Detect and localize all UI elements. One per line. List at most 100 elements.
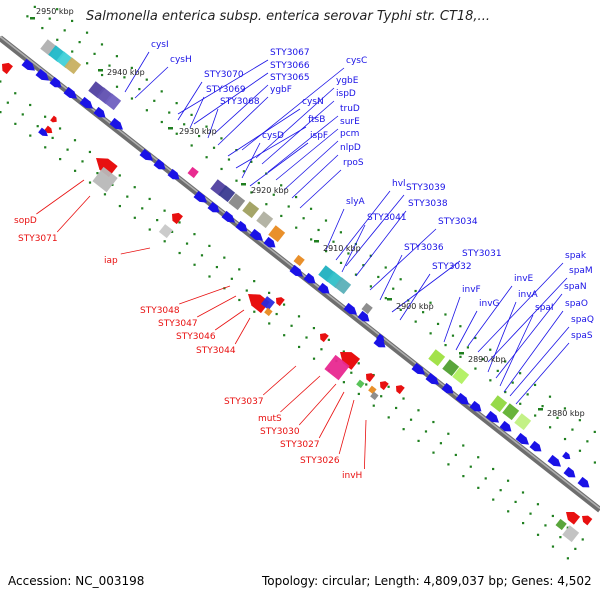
gene-label[interactable]: invF <box>462 285 481 295</box>
gene-label[interactable]: STY3048 <box>140 306 180 316</box>
gene-label[interactable]: ftsB <box>308 115 325 125</box>
gene-label[interactable]: STY3046 <box>176 332 216 342</box>
gene-label[interactable]: ispD <box>336 89 356 99</box>
plus-gene-arrow[interactable] <box>425 372 442 388</box>
minus-gene-arrow[interactable] <box>394 383 405 395</box>
gene-label[interactable]: slyA <box>346 197 366 207</box>
plus-gene-arrow[interactable] <box>577 476 592 491</box>
gene-label[interactable]: invH <box>342 471 362 481</box>
plus-gene-arrow[interactable] <box>499 420 514 435</box>
minus-gene-block[interactable] <box>555 518 567 531</box>
gene-label[interactable]: STY3030 <box>260 427 300 437</box>
gene-label[interactable]: STY3069 <box>206 85 246 95</box>
gene-features[interactable] <box>0 39 593 543</box>
minus-gene-arrow[interactable] <box>244 288 270 314</box>
gene-label[interactable]: ygbF <box>270 85 292 95</box>
gene-label[interactable]: STY3068 <box>220 97 260 107</box>
plus-gene-arrow[interactable] <box>469 400 484 415</box>
gene-label[interactable]: STY3038 <box>408 199 448 209</box>
plus-gene-arrow[interactable] <box>529 440 544 455</box>
gene-label[interactable]: STY3044 <box>196 346 236 356</box>
gene-label[interactable]: STY3066 <box>270 61 310 71</box>
gene-label[interactable]: ygbE <box>336 76 359 86</box>
gene-label[interactable]: STY3036 <box>404 243 444 253</box>
gene-label[interactable]: STY3065 <box>270 73 310 83</box>
plus-operon-block[interactable] <box>218 185 236 203</box>
plus-gene-arrow[interactable] <box>289 264 306 280</box>
minus-gene-arrow[interactable] <box>318 331 329 343</box>
plus-operon-block[interactable] <box>104 93 122 111</box>
gene-label[interactable]: STY3071 <box>18 234 58 244</box>
plus-operon-block[interactable] <box>452 367 470 385</box>
gene-label[interactable]: STY3031 <box>462 249 502 259</box>
minus-gene-block[interactable] <box>158 224 173 239</box>
minus-gene-arrow[interactable] <box>364 371 375 383</box>
plus-gene-arrow[interactable] <box>153 158 168 173</box>
gene-label[interactable]: iap <box>104 256 118 266</box>
plus-gene-arrow[interactable] <box>21 58 38 74</box>
plus-gene-arrow[interactable] <box>376 333 386 344</box>
plus-gene-block[interactable] <box>187 166 199 179</box>
plus-operon-block[interactable] <box>502 403 520 421</box>
plus-gene-arrow[interactable] <box>317 282 332 297</box>
plus-operon-block[interactable] <box>256 211 274 229</box>
gene-label[interactable]: STY3070 <box>204 70 244 80</box>
gene-label[interactable]: spaN <box>564 282 587 292</box>
plus-gene-arrow[interactable] <box>373 336 388 351</box>
plus-gene-arrow[interactable] <box>303 272 318 287</box>
plus-gene-arrow[interactable] <box>35 68 52 84</box>
gene-label[interactable]: cysC <box>346 56 367 66</box>
plus-operon-block[interactable] <box>228 193 246 211</box>
gene-label[interactable]: surE <box>340 117 360 127</box>
gene-label[interactable]: STY3034 <box>438 217 478 227</box>
gene-label[interactable]: sopD <box>14 216 37 226</box>
plus-gene-arrow[interactable] <box>441 382 456 397</box>
gene-label[interactable]: cysH <box>170 55 192 65</box>
minus-gene-block[interactable] <box>356 379 365 389</box>
plus-gene-arrow[interactable] <box>249 228 266 244</box>
plus-gene-arrow[interactable] <box>109 117 126 133</box>
plus-gene-arrow[interactable] <box>563 466 578 481</box>
minus-gene-block[interactable] <box>324 354 350 381</box>
gene-label[interactable]: STY3039 <box>406 183 446 193</box>
plus-gene-arrow[interactable] <box>167 168 182 183</box>
gene-label[interactable]: cysI <box>151 40 169 50</box>
plus-gene-arrow[interactable] <box>221 210 238 226</box>
plus-gene-arrow[interactable] <box>207 201 222 216</box>
plus-gene-arrow[interactable] <box>515 432 532 448</box>
plus-gene-arrow[interactable] <box>63 86 80 102</box>
gene-label[interactable]: STY3041 <box>367 213 407 223</box>
gene-label[interactable]: spaQ <box>571 315 594 325</box>
minus-gene-arrow[interactable] <box>169 210 183 225</box>
gene-label[interactable]: spaO <box>565 299 588 309</box>
plus-operon-block[interactable] <box>64 57 82 75</box>
minus-gene-arrow[interactable] <box>563 508 581 525</box>
minus-gene-arrow[interactable] <box>274 295 285 307</box>
plus-gene-arrow[interactable] <box>485 410 502 426</box>
gene-label[interactable]: mutS <box>258 414 282 424</box>
gene-label[interactable]: rpoS <box>343 158 364 168</box>
plus-gene-arrow[interactable] <box>79 96 96 112</box>
plus-operon-block[interactable] <box>490 395 508 413</box>
gene-label[interactable]: STY3047 <box>158 319 198 329</box>
plus-gene-arrow[interactable] <box>93 106 108 121</box>
plus-operon-block[interactable] <box>442 359 460 377</box>
minus-gene-arrow[interactable] <box>580 513 593 526</box>
gene-label[interactable]: truD <box>340 104 360 114</box>
gene-label[interactable]: spaS <box>571 331 593 341</box>
gene-label[interactable]: hvl <box>392 179 406 189</box>
gene-label[interactable]: invA <box>518 290 539 300</box>
plus-gene-arrow[interactable] <box>193 190 210 206</box>
gene-label[interactable]: spak <box>565 251 587 261</box>
minus-gene-arrow[interactable] <box>0 60 13 75</box>
gene-label[interactable]: cysD <box>262 131 284 141</box>
plus-operon-block[interactable] <box>334 277 352 295</box>
plus-gene-block[interactable] <box>361 302 373 315</box>
plus-operon-block[interactable] <box>428 349 446 367</box>
minus-gene-arrow[interactable] <box>92 152 118 178</box>
plus-gene-arrow[interactable] <box>235 220 250 235</box>
gene-label[interactable]: invE <box>514 274 534 284</box>
plus-gene-arrow[interactable] <box>562 451 572 462</box>
minus-gene-block[interactable] <box>562 525 580 543</box>
